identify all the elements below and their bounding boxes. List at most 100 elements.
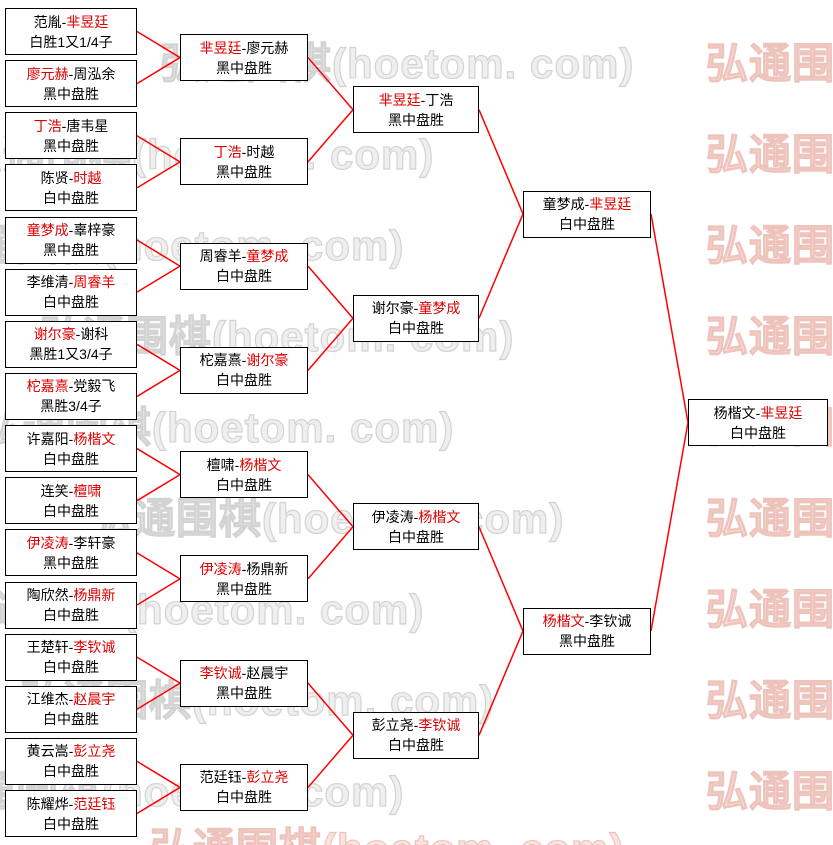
watermark-text: 弘通围棋(hoetom. com) xyxy=(89,495,565,542)
player-name: 杨鼎新 xyxy=(73,587,116,603)
match-box-r1-8: 柁嘉熹-党毅飞黑胜3/4子 xyxy=(5,372,137,420)
player-name: 李钦诚 xyxy=(589,613,632,629)
match-result: 黑中盘胜 xyxy=(43,242,99,258)
player-name: 柁嘉熹 xyxy=(26,378,69,395)
match-players: 童梦成-芈昱廷 xyxy=(542,196,632,212)
match-result: 黑中盘胜 xyxy=(216,580,272,597)
player-name: 伊凌涛 xyxy=(199,560,242,577)
match-result: 白中盘胜 xyxy=(388,528,444,545)
match-box-r3-1: 芈昱廷-丁浩黑中盘胜 xyxy=(353,86,479,134)
player-name: 谢尔豪 xyxy=(246,352,289,369)
player-name: 廖元赫 xyxy=(26,65,69,82)
player-name: 谢科 xyxy=(80,326,109,343)
player-name: 檀啸 xyxy=(73,482,102,499)
player-name: 范胤 xyxy=(33,13,62,30)
match-players: 彭立尧-李钦诚 xyxy=(371,717,461,734)
match-players: 童梦成-辜梓豪 xyxy=(26,222,116,238)
match-players: 廖元赫-周泓余 xyxy=(26,65,116,82)
bracket-connector xyxy=(307,682,354,736)
match-result: 白中盘胜 xyxy=(388,320,444,337)
player-name: 杨楷文 xyxy=(418,508,461,525)
player-name: 芈昱廷 xyxy=(589,196,632,212)
player-name: 芈昱廷 xyxy=(199,39,242,56)
match-result: 白中盘胜 xyxy=(43,659,99,676)
player-name: 廖元赫 xyxy=(246,39,289,56)
match-players: 陶欣然-杨鼎新 xyxy=(26,587,116,603)
match-players: 芈昱廷-丁浩 xyxy=(378,91,454,108)
match-box-r2-1: 芈昱廷-廖元赫黑中盘胜 xyxy=(180,34,308,82)
watermark-edge-text: 弘通围 xyxy=(705,768,833,815)
watermark-row: 弘通围棋(hoetom. com)弘通围 xyxy=(0,495,833,542)
player-name: 李轩豪 xyxy=(73,534,116,551)
player-name: 童梦成 xyxy=(26,222,69,238)
match-players: 丁浩-时越 xyxy=(213,143,275,160)
bracket-connector xyxy=(136,473,181,502)
match-result: 黑中盘胜 xyxy=(559,633,615,649)
match-players: 伊凌涛-杨鼎新 xyxy=(199,560,289,577)
bracket-connector xyxy=(136,760,181,789)
player-name: 丁浩 xyxy=(213,143,242,160)
player-name: 江维杰 xyxy=(26,691,69,708)
player-name: 彭立尧 xyxy=(371,717,414,734)
match-players: 檀啸-杨楷文 xyxy=(206,456,282,473)
match-players: 伊凌涛-杨楷文 xyxy=(371,508,461,525)
bracket-connector xyxy=(136,56,181,85)
player-name: 丁浩 xyxy=(425,91,454,108)
match-result: 黑中盘胜 xyxy=(216,163,272,180)
player-name: 丁浩 xyxy=(33,117,62,134)
player-name: 杨楷文 xyxy=(542,613,585,629)
match-players: 柁嘉熹-谢尔豪 xyxy=(199,352,289,369)
match-box-r2-2: 丁浩-时越黑中盘胜 xyxy=(180,138,308,186)
match-result: 黑中盘胜 xyxy=(43,85,99,102)
player-name: 童梦成 xyxy=(246,248,289,265)
bracket-connector xyxy=(136,578,181,606)
match-players: 周睿羊-童梦成 xyxy=(199,248,289,265)
match-box-r1-13: 王楚轩-李钦诚白中盘胜 xyxy=(5,633,137,681)
bracket-connector xyxy=(478,213,524,319)
player-name: 许嘉阳 xyxy=(26,430,69,447)
match-players: 王楚轩-李钦诚 xyxy=(26,639,116,656)
match-players: 陈耀烨-范廷钰 xyxy=(26,795,116,812)
match-box-r4-1: 童梦成-芈昱廷白中盘胜 xyxy=(523,190,651,238)
match-result: 白中盘胜 xyxy=(43,189,99,206)
player-name: 王楚轩 xyxy=(26,639,69,656)
player-name: 时越 xyxy=(73,169,102,186)
player-name: 芈昱廷 xyxy=(66,13,109,30)
player-name: 范廷钰 xyxy=(73,795,116,812)
match-result: 黑胜3/4子 xyxy=(40,398,102,415)
match-box-r1-14: 江维杰-赵晨宇白中盘胜 xyxy=(5,685,137,733)
bracket-connector xyxy=(136,239,181,267)
player-name: 连笑 xyxy=(40,482,69,499)
match-result: 黑中盘胜 xyxy=(216,59,272,76)
bracket-connector xyxy=(136,786,181,815)
player-name: 陈贤 xyxy=(40,169,69,186)
match-players: 伊凌涛-李轩豪 xyxy=(26,534,116,551)
player-name: 李钦诚 xyxy=(199,665,242,682)
match-result: 白中盘胜 xyxy=(559,216,615,232)
match-players: 范廷钰-彭立尧 xyxy=(199,769,289,786)
bracket-connector xyxy=(307,265,354,319)
match-result: 白中盘胜 xyxy=(43,294,99,311)
match-box-r2-3: 周睿羊-童梦成白中盘胜 xyxy=(180,242,308,290)
player-name: 杨楷文 xyxy=(73,430,116,447)
match-result: 白中盘胜 xyxy=(388,737,444,754)
bracket-connector xyxy=(307,526,354,580)
watermark-edge-text: 弘通围 xyxy=(705,40,833,87)
player-name: 赵晨宇 xyxy=(246,665,289,682)
match-box-r2-6: 伊凌涛-杨鼎新黑中盘胜 xyxy=(180,555,308,603)
bracket-connector xyxy=(478,630,524,736)
player-name: 辜梓豪 xyxy=(73,222,116,238)
match-players: 杨楷文-芈昱廷 xyxy=(713,404,803,421)
match-box-r3-2: 谢尔豪-童梦成白中盘胜 xyxy=(353,294,479,342)
bracket-connector xyxy=(650,422,689,632)
match-box-r2-7: 李钦诚-赵晨宇黑中盘胜 xyxy=(180,659,308,707)
match-result: 黑中盘胜 xyxy=(388,111,444,128)
match-result: 白中盘胜 xyxy=(43,607,99,623)
match-box-r4-2: 杨楷文-李钦诚黑中盘胜 xyxy=(523,607,651,655)
player-name: 陈耀烨 xyxy=(26,795,69,812)
player-name: 周泓余 xyxy=(73,65,116,82)
player-name: 芈昱廷 xyxy=(760,404,803,421)
match-box-r1-10: 连笑-檀啸白中盘胜 xyxy=(5,477,137,525)
